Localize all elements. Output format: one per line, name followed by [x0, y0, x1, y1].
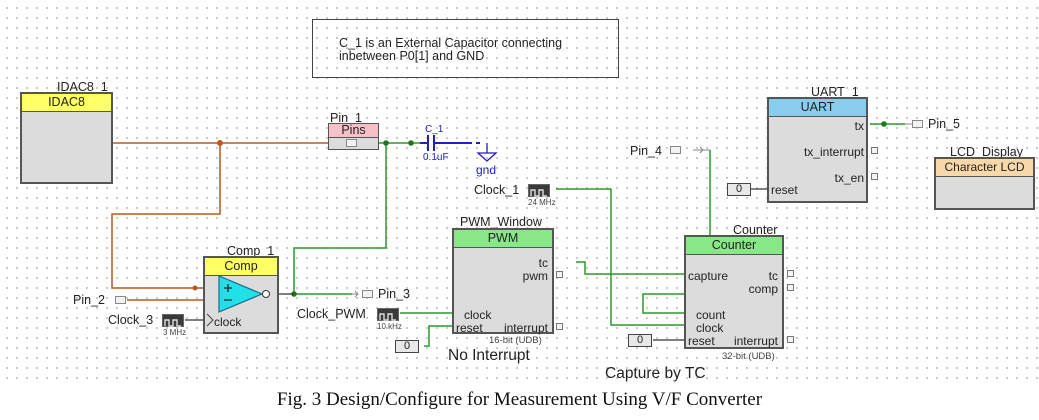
capacitor-symbol — [420, 135, 498, 162]
wire-const-to-pwm-reset — [424, 325, 455, 347]
ground-label: gnd — [476, 163, 497, 177]
uart-port-tx-en: tx_en — [834, 171, 864, 185]
wire-pwm-tc-to-capture — [576, 261, 686, 275]
counter-port-comp: comp — [748, 282, 778, 296]
counter-footer: 32-bit (UDB) — [722, 351, 775, 362]
uart-port-tx-interrupt: tx_interrupt — [803, 145, 864, 159]
pin1-instance-label: Pin_1 — [330, 111, 362, 125]
counter-port-capture: capture — [688, 269, 729, 283]
junction-idac — [217, 140, 223, 146]
note-text: C_1 is an External Capacitor connecting … — [339, 37, 562, 63]
lcd-block[interactable]: Character LCD — [934, 157, 1035, 210]
comp-header: Comp — [205, 258, 277, 276]
pwm-header: PWM — [454, 230, 552, 248]
uart-port-reset: reset — [771, 183, 798, 197]
uart-header: UART — [769, 99, 866, 117]
idac-instance-label: IDAC8_1 — [57, 80, 108, 94]
pwm-port-interrupt: interrupt — [503, 321, 548, 335]
pwm-port-reset: reset — [456, 321, 483, 335]
figure-caption: Fig. 3 Design/Configure for Measurement … — [276, 389, 763, 410]
idac8-header: IDAC8 — [22, 94, 111, 112]
counter-header: Counter — [686, 237, 782, 255]
pin4-connector-icon[interactable] — [670, 146, 681, 154]
clockpwm-icon[interactable] — [377, 308, 399, 321]
pin1-header: Pins — [329, 124, 378, 138]
uart-reset-const[interactable]: 0 — [727, 183, 751, 196]
lcd-instance-label: LCD_Display — [950, 145, 1023, 159]
pwm-port-pwm: pwm — [522, 269, 548, 283]
pwm-port-tc: tc — [538, 256, 548, 270]
pin2-label: Pin_2 — [73, 293, 105, 307]
cap-value: 0.1uF — [423, 152, 449, 163]
clock1-freq: 24 MHz — [528, 198, 556, 207]
clockpwm-label: Clock_PWM — [297, 307, 366, 321]
junction-comp-plus — [192, 285, 198, 291]
comparator-block[interactable]: Comp clock — [203, 256, 279, 334]
wire-idac-branch — [111, 143, 221, 289]
pin3-connector-icon[interactable] — [362, 290, 373, 298]
clock3-freq: 3 MHz — [163, 328, 187, 337]
wire-clock1-to-counter-clock — [556, 188, 686, 326]
clock3-icon[interactable] — [162, 314, 184, 327]
comp-port-clock: clock — [214, 315, 242, 329]
pin2-connector-icon[interactable] — [115, 296, 126, 304]
uart-instance-label: UART_1 — [811, 85, 859, 99]
pwm-footer: 16-bit (UDB) — [489, 335, 542, 346]
clockpwm-freq: 10 kHz — [377, 322, 402, 331]
pwm-pwm-terminal[interactable] — [556, 271, 563, 278]
counter-port-count: count — [696, 308, 726, 322]
counter-comp-terminal[interactable] — [787, 284, 794, 291]
pwm-reset-const[interactable]: 0 — [395, 340, 419, 353]
lcd-header: Character LCD — [936, 159, 1033, 177]
uart-block[interactable]: UART tx tx_interrupt tx_en reset — [767, 97, 868, 203]
counter-tc-terminal[interactable] — [787, 270, 794, 277]
pin4-label: Pin_4 — [630, 144, 662, 158]
pwm-annotation: No Interrupt — [448, 347, 530, 364]
counter-block[interactable]: Counter capture tc comp count clock rese… — [684, 235, 784, 349]
pin1-block[interactable]: Pins — [328, 123, 379, 150]
pin1-connector-icon — [346, 139, 357, 147]
cap-name: C_1 — [425, 124, 444, 135]
counter-annotation: Capture by TC — [605, 365, 706, 382]
pin5-connector-icon[interactable] — [912, 120, 923, 128]
idac8-block[interactable]: IDAC8 — [20, 92, 113, 184]
clock1-label: Clock_1 — [474, 183, 520, 197]
counter-reset-const[interactable]: 0 — [628, 334, 652, 347]
comp-instance-label: Comp_1 — [227, 244, 275, 258]
counter-interrupt-terminal[interactable] — [787, 336, 794, 343]
junction-pin1 — [383, 140, 389, 146]
note-box[interactable]: C_1 is an External Capacitor connecting … — [312, 19, 619, 78]
junction-cap — [408, 140, 414, 146]
counter-port-clock: clock — [696, 321, 724, 335]
uart-tx-interrupt-terminal[interactable] — [871, 147, 878, 154]
note-line-1: C_1 is an External Capacitor connecting — [339, 36, 563, 50]
pwm-port-clock: clock — [464, 308, 492, 322]
wire-pin1-to-comp-out — [293, 143, 387, 295]
uart-port-tx: tx — [854, 119, 864, 133]
pin5-label: Pin_5 — [928, 117, 960, 131]
counter-instance-label: Counter — [733, 223, 778, 237]
uart-tx-en-terminal[interactable] — [871, 173, 878, 180]
counter-port-tc: tc — [768, 269, 778, 283]
pin3-label: Pin_3 — [378, 287, 410, 301]
counter-port-interrupt: interrupt — [733, 334, 778, 348]
note-line-2: inbetween P0[1] and GND — [339, 49, 485, 63]
pwm-instance-label: PWM_Window — [460, 215, 542, 229]
counter-port-reset: reset — [688, 334, 715, 348]
clock3-label: Clock_3 — [108, 313, 154, 327]
pwm-interrupt-terminal[interactable] — [556, 323, 563, 330]
junction-tx — [881, 121, 887, 127]
clock1-icon[interactable] — [528, 184, 550, 197]
pwm-block[interactable]: PWM tc pwm clock reset interrupt — [452, 228, 554, 335]
